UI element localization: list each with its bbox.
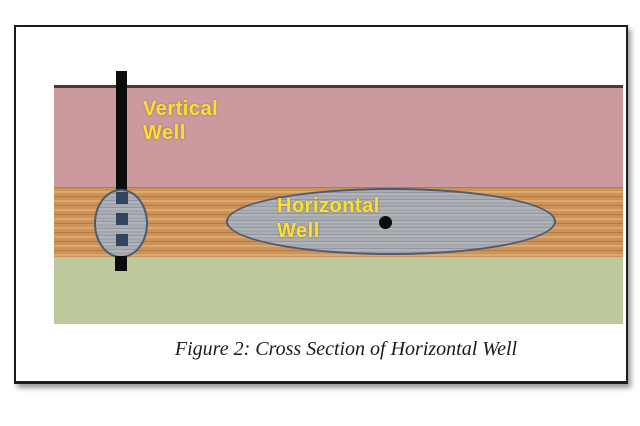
vertical-well-drainage-ellipse: [94, 189, 148, 258]
vertical-wellbore-upper: [116, 71, 127, 191]
vertical-wellbore-lower: [115, 256, 127, 271]
perforation-mark: [116, 213, 128, 225]
vertical-well-label-line2: Well: [143, 122, 186, 144]
figure-frame: Vertical Well Horizontal Well Figure 2: …: [14, 25, 628, 384]
horizontal-well-label: Horizontal Well: [277, 194, 380, 244]
vertical-well-label-line1: Vertical: [143, 98, 219, 120]
underburden-layer: [54, 257, 623, 324]
vertical-well-label: Vertical Well: [143, 97, 218, 145]
figure-caption: Figure 2: Cross Section of Horizontal We…: [174, 338, 518, 360]
horizontal-wellbore-dot: [379, 216, 392, 229]
perforation-mark: [116, 234, 128, 246]
horizontal-well-label-line2: Well: [277, 220, 320, 242]
overburden-layer: [54, 88, 623, 187]
surface-line: [54, 85, 623, 88]
horizontal-well-label-line1: Horizontal: [277, 195, 380, 217]
perforation-mark: [116, 192, 128, 204]
